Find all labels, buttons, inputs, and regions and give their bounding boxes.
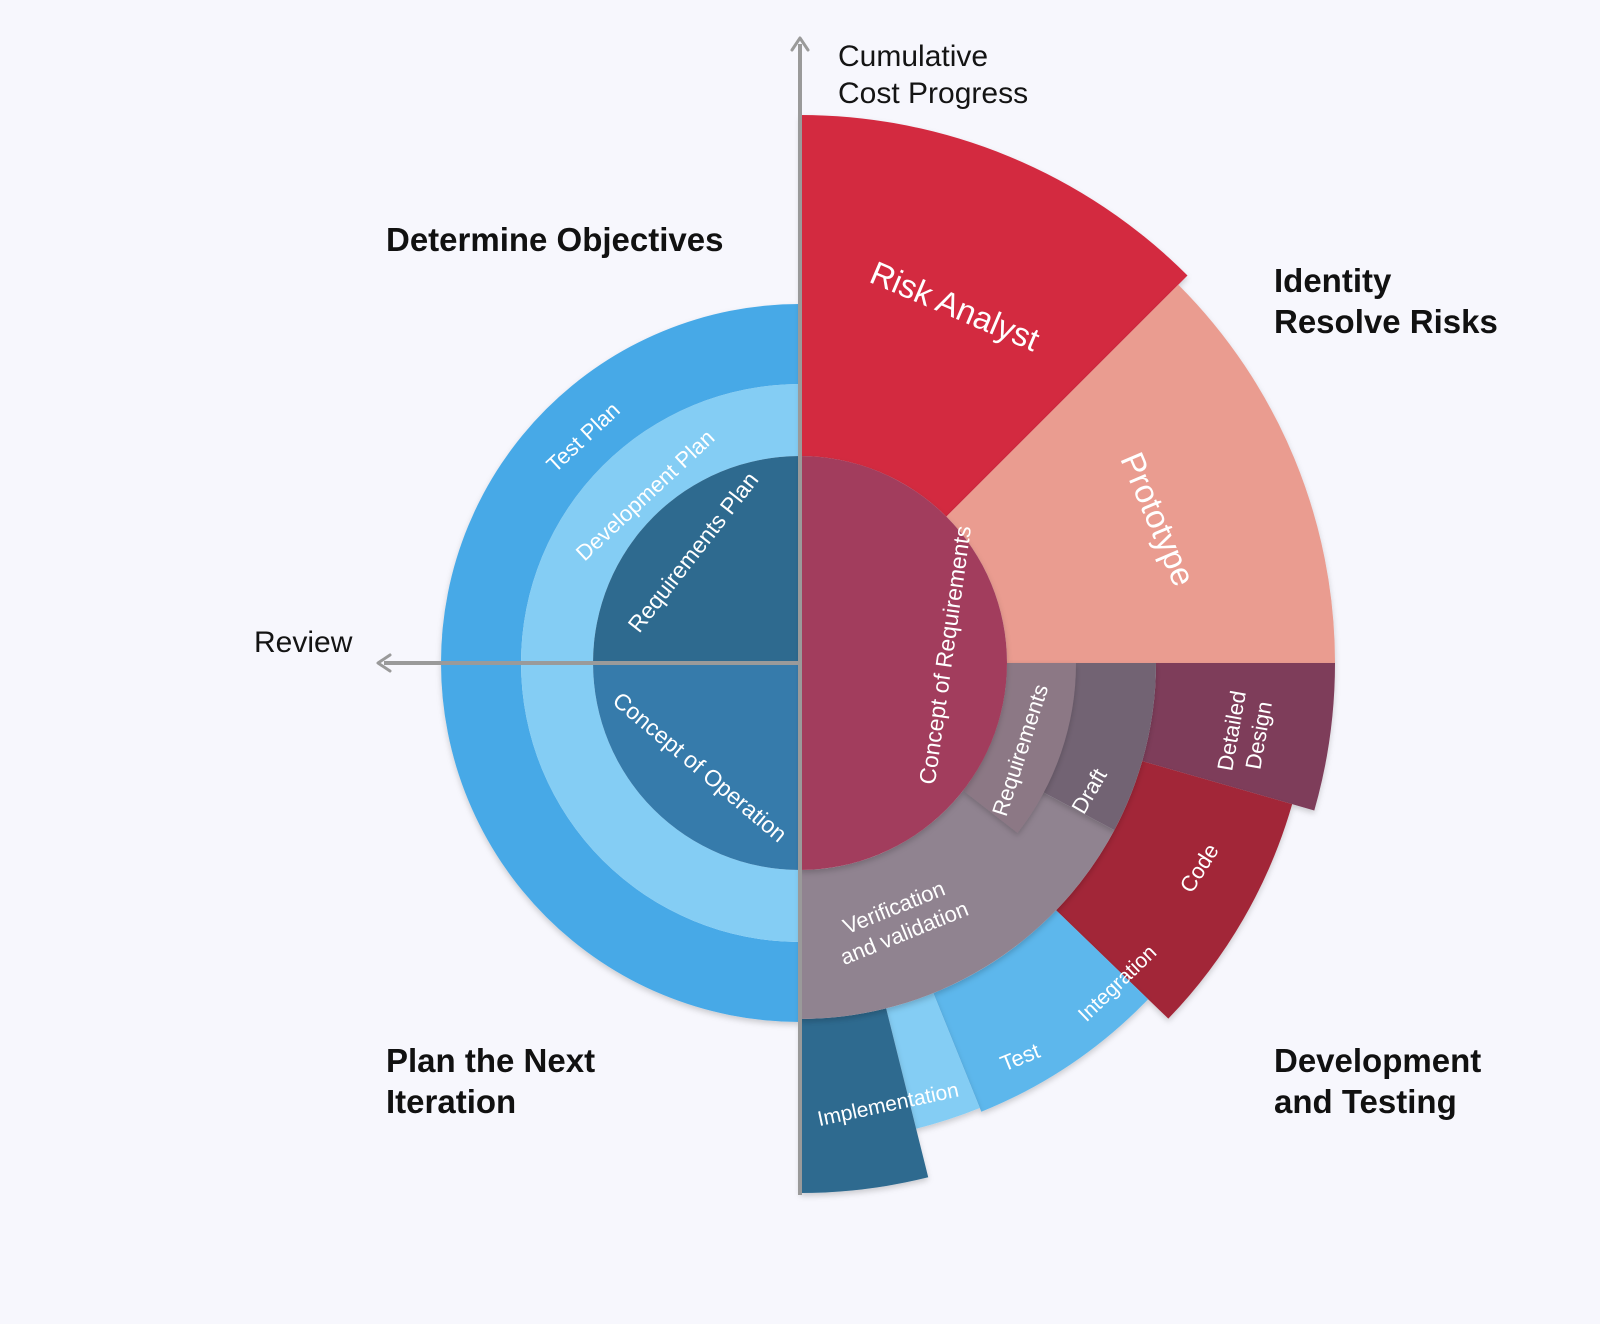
quadrant-top-left-line-1: Determine Objectives <box>386 221 723 258</box>
development-plan-ring-bottom <box>521 663 800 942</box>
vertical-axis-label-line-1: Cumulative <box>838 40 988 73</box>
risk-analyst-segment <box>800 115 1188 517</box>
quadrant-top-right-line-2: Resolve Risks <box>1274 303 1498 340</box>
concept-of-requirements-segment <box>800 456 1007 870</box>
verification-segment <box>800 760 1115 1019</box>
quadrant-label-development-testing: Development and Testing <box>1274 1042 1490 1120</box>
requirements-segment <box>963 663 1076 833</box>
quadrant-bottom-left-line-1: Plan the Next <box>386 1042 595 1079</box>
test-plan-ring-top <box>441 304 800 663</box>
vertical-axis-label-line-2: Cost Progress <box>838 77 1028 110</box>
horizontal-axis-label: Review <box>254 626 353 659</box>
quadrant-bottom-left-line-2: Iteration <box>386 1083 516 1120</box>
quadrant-label-resolve-risks: Identity Resolve Risks <box>1274 262 1498 340</box>
development-plan-ring-top <box>521 384 800 663</box>
code-segment <box>1056 761 1293 1019</box>
detailed-design-segment <box>1142 663 1336 811</box>
prototype-segment <box>946 284 1335 663</box>
test-plan-ring-bottom <box>441 663 800 1022</box>
concept-of-operation-segment <box>593 663 800 870</box>
quadrant-label-determine-objectives: Determine Objectives <box>386 221 723 258</box>
requirements-plan-segment <box>593 456 800 663</box>
test-segment <box>886 993 980 1129</box>
diagram-segments <box>441 115 1336 1193</box>
quadrant-bottom-right-line-1: Development <box>1274 1042 1481 1079</box>
quadrant-top-right-line-1: Identity <box>1274 262 1392 299</box>
integration-segment <box>933 910 1149 1112</box>
quadrant-label-plan-next-iteration: Plan the Next Iteration <box>386 1042 604 1120</box>
implementation-segment <box>800 1008 929 1193</box>
vertical-axis-label: Cumulative Cost Progress <box>838 40 1028 110</box>
quadrant-bottom-right-line-2: and Testing <box>1274 1083 1457 1120</box>
